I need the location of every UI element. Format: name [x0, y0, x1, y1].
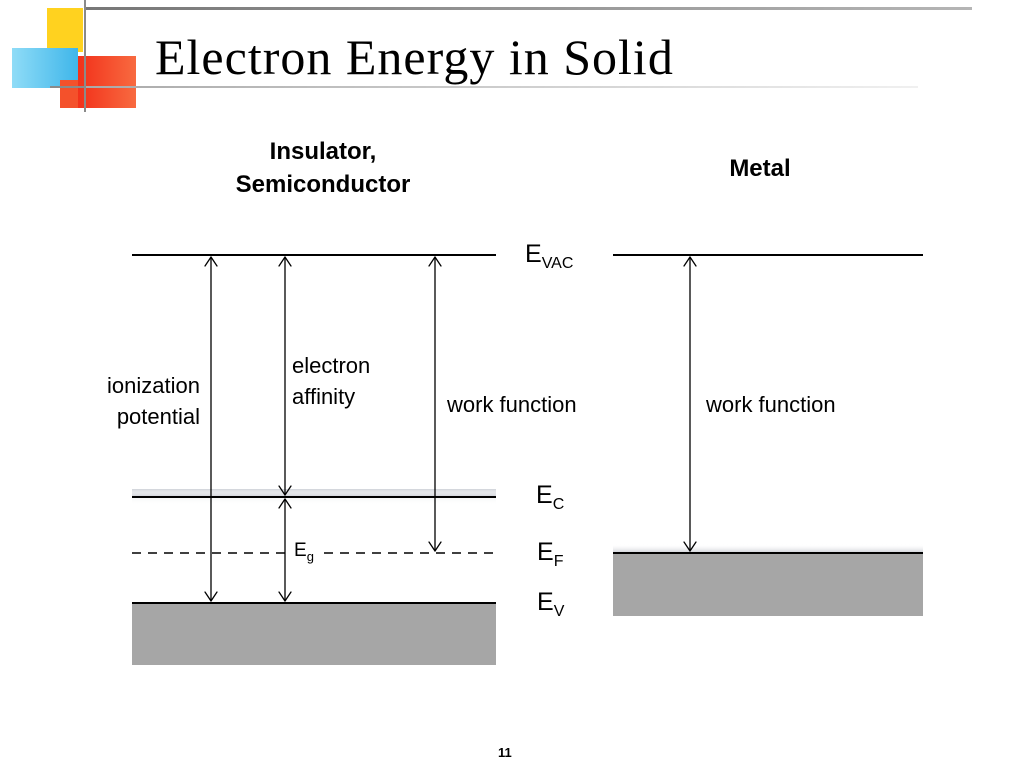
ionization-potential-label: ionization potential [80, 370, 200, 432]
right-filled-band [613, 553, 923, 616]
vac-sub: VAC [541, 255, 574, 272]
electron-affinity-arrow [278, 256, 292, 496]
right-work-function-arrow [683, 256, 697, 552]
v-sub: V [553, 603, 565, 620]
c-sub: C [552, 496, 565, 513]
title-bottom-rule [86, 86, 918, 88]
deco-yellow-square [47, 8, 83, 52]
slide-title: Electron Energy in Solid [155, 29, 674, 85]
c-main: E [536, 481, 553, 509]
band-gap-sub: g [306, 549, 314, 564]
ionization-potential-arrow [204, 256, 218, 602]
right-fermi-level-edge [613, 544, 923, 553]
band-gap-main: E [294, 540, 307, 561]
ionization-label-line1: ionization [107, 373, 200, 398]
f-main: E [537, 538, 554, 566]
vacuum-level-label: EVAC [525, 240, 573, 273]
left-work-function-label: work function [447, 392, 577, 417]
valence-level-label: EV [537, 588, 564, 621]
ionization-label-line2: potential [116, 404, 200, 429]
title-top-rule [86, 7, 972, 10]
right-work-function-label: work function [706, 392, 836, 417]
fermi-level-label: EF [537, 538, 563, 571]
page-number: 11 [498, 745, 512, 760]
left-heading-line2: Semiconductor [235, 171, 411, 198]
affinity-label-line2: affinity [292, 384, 356, 409]
left-panel-heading: Insulator, Semiconductor [198, 135, 448, 201]
right-panel-heading: Metal [729, 155, 791, 182]
affinity-label-line1: electron [292, 353, 371, 378]
deco-red-square [78, 56, 136, 108]
left-work-function-arrow [428, 256, 442, 552]
deco-vertical-rule [84, 0, 86, 112]
vac-main: E [525, 240, 542, 268]
band-gap-label: Eg [291, 540, 317, 564]
v-main: E [537, 588, 554, 616]
left-heading-line1: Insulator, [269, 138, 377, 165]
conduction-level-label: EC [536, 481, 564, 514]
left-valence-band-fill [132, 603, 496, 665]
electron-affinity-label: electron affinity [292, 350, 370, 412]
f-sub: F [553, 553, 564, 570]
band-gap-arrow [278, 498, 292, 602]
